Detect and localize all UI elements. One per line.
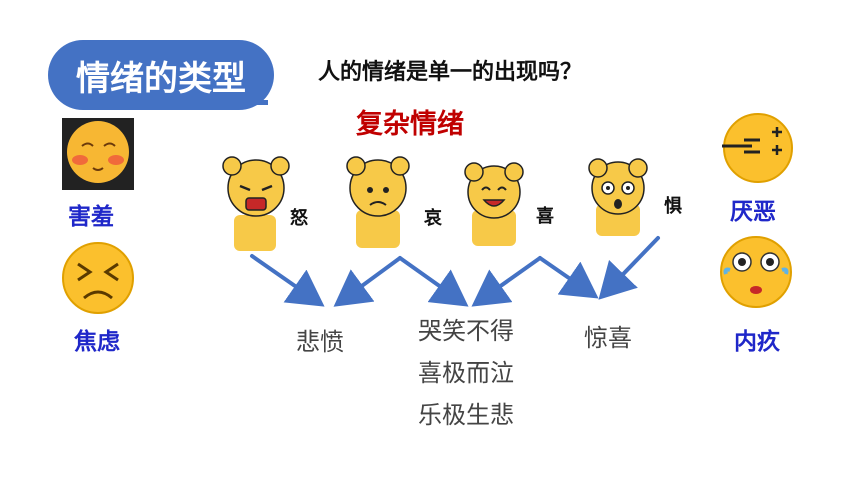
mixed-grief-indignation: 悲愤 [296, 328, 344, 356]
mixed-item: 乐极生悲 [418, 401, 514, 429]
sad-girl-icon [346, 156, 410, 248]
label-shy: 害羞 [68, 204, 114, 230]
combination-arrows [250, 236, 660, 307]
scared-girl-icon [588, 158, 648, 236]
page-title: 情绪的类型 [76, 58, 246, 99]
mixed-item: 哭笑不得 [418, 317, 514, 345]
label-fear: 惧 [664, 196, 682, 217]
question-text: 人的情绪是单一的出现吗？ [318, 60, 583, 85]
angry-girl-icon [222, 156, 290, 251]
title-underline [176, 100, 268, 105]
mixed-emotion-list: 哭笑不得 喜极而泣 乐极生悲 [418, 310, 514, 436]
happy-girl-icon [464, 162, 524, 246]
anxious-face-icon [62, 242, 134, 314]
label-sorrow: 哀 [424, 208, 442, 229]
subtitle-complex-emotions: 复杂情绪 [356, 109, 464, 140]
label-anger: 怒 [290, 208, 308, 229]
guilty-face-icon [720, 236, 792, 308]
mixed-item: 喜极而泣 [418, 359, 514, 387]
title-pill: 情绪的类型 [48, 40, 274, 110]
label-joy: 喜 [536, 206, 554, 227]
disgusted-face-icon [722, 113, 793, 183]
blushing-face-icon [62, 118, 134, 190]
label-guilt: 内疚 [734, 329, 780, 355]
label-anxiety: 焦虑 [74, 329, 120, 355]
label-disgust: 厌恶 [730, 199, 776, 225]
mixed-surprise-joy: 惊喜 [584, 324, 632, 352]
